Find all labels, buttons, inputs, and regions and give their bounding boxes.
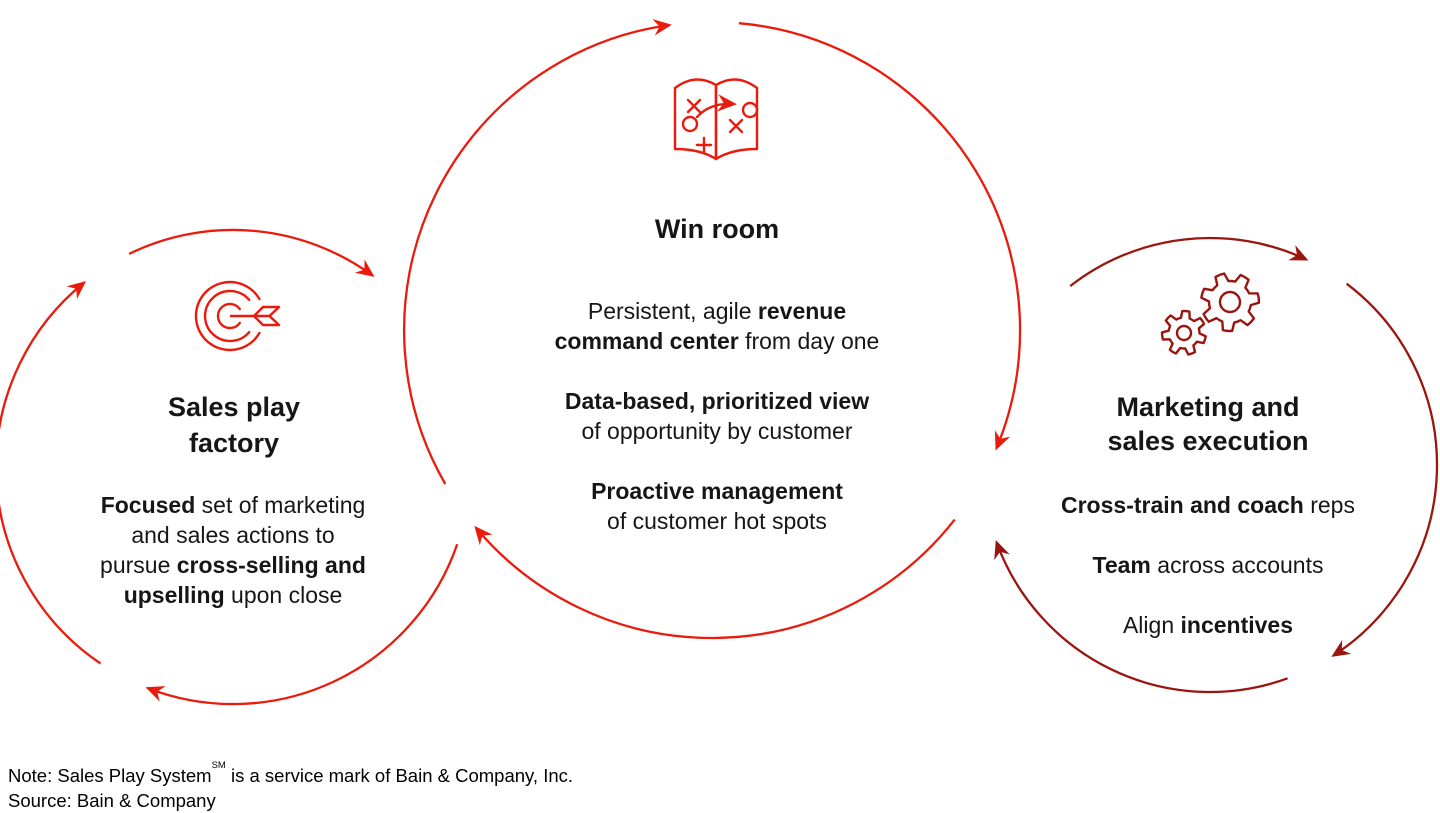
gears-icon [1160,272,1261,356]
service-mark-superscript: SM [211,760,226,771]
playbook-icon [673,78,759,161]
center-cycle-arc-east [738,22,1022,451]
center-cycle-arrows [402,19,1022,640]
execution-point-1: Cross-train and coach reps [1061,492,1355,518]
right-cycle-arc-north [1069,236,1309,288]
footnote-block: Note: Sales Play SystemSM is a service m… [8,760,573,813]
target-icon [194,280,281,352]
left-cycle-arrows [0,228,459,706]
execution-point-2: Team across accounts [1092,552,1324,578]
note-line: Note: Sales Play SystemSM is a service m… [8,760,574,787]
right-cycle-arc-south [994,540,1288,694]
center-cycle-arc-south [474,518,956,640]
right-cycle-arrows [994,236,1439,694]
execution-point-3: Align incentives [1122,612,1294,638]
right-cycle-text: Cross-train and coach reps Team across a… [1038,490,1378,670]
left-cycle-arc-west [0,281,102,665]
right-cycle-arc-east [1331,282,1439,657]
source-line: Source: Bain & Company [8,790,216,812]
left-cycle-arc-north [128,228,375,277]
center-cycle-title: Win room [654,214,780,244]
center-cycle-arc-west [402,19,672,485]
left-cycle-arc-south [145,543,459,706]
